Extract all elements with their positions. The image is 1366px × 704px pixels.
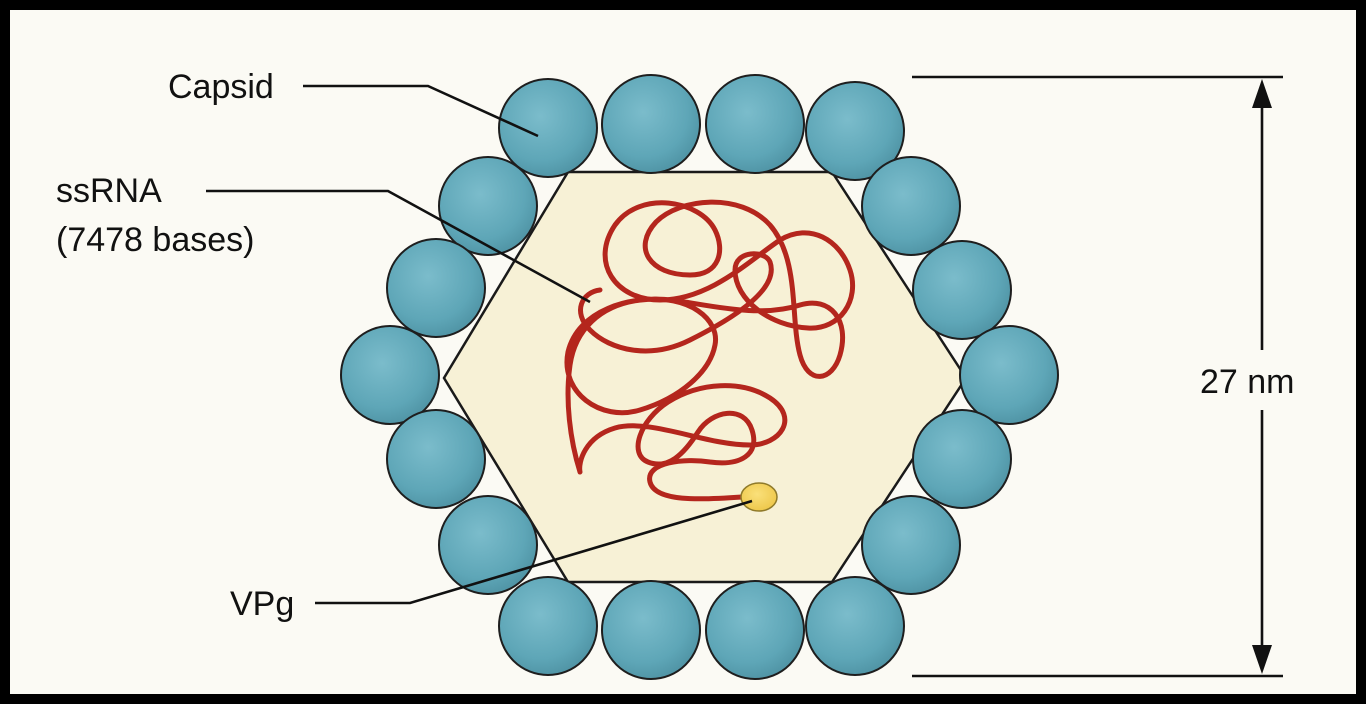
ssrna-length-label: (7478 bases) (56, 221, 254, 259)
capsid-subunit (913, 410, 1011, 508)
ssrna-label: ssRNA (56, 172, 162, 210)
dimension-label: 27 nm (1200, 363, 1295, 401)
dimension-arrowhead-down (1252, 645, 1272, 674)
capsid-subunit (862, 496, 960, 594)
capsid-subunit (499, 577, 597, 675)
capsid-subunit (960, 326, 1058, 424)
dimension-arrowhead-up (1252, 79, 1272, 108)
vpg-protein (741, 483, 777, 511)
vpg-label: VPg (230, 585, 294, 623)
diagram-frame: Capsid ssRNA (7478 bases) VPg 27 nm (10, 10, 1356, 694)
capsid-subunit (602, 75, 700, 173)
capsid-subunit (387, 239, 485, 337)
capsid-subunit (706, 581, 804, 679)
virion-diagram: Capsid ssRNA (7478 bases) VPg 27 nm (10, 10, 1356, 694)
capsid-subunit (706, 75, 804, 173)
capsid-subunit (439, 157, 537, 255)
capsid-subunit (806, 577, 904, 675)
capsid-subunit (602, 581, 700, 679)
capsid-label: Capsid (168, 68, 274, 106)
capsid-subunit (913, 241, 1011, 339)
capsid-subunit (499, 79, 597, 177)
capsid-subunit (341, 326, 439, 424)
capsid-subunit (387, 410, 485, 508)
capsid-subunit (862, 157, 960, 255)
